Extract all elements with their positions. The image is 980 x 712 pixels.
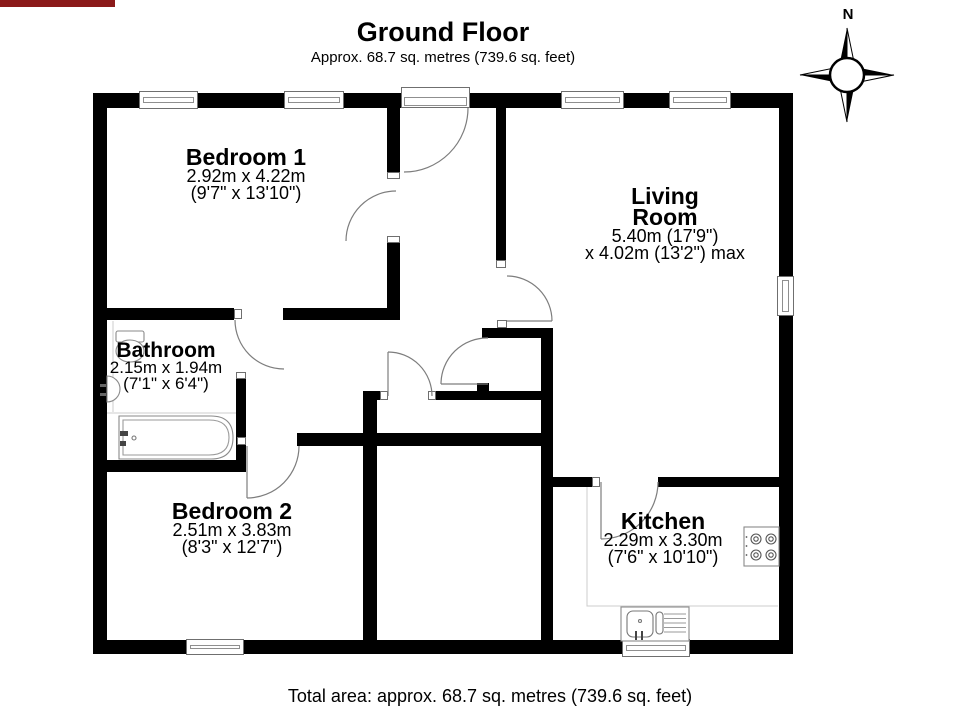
hob-cooktop [743,526,780,567]
door-jamb [592,477,600,487]
room-dims-imperial: (7'6" x 10'10") [607,547,719,567]
compass-rose-icon [799,27,895,123]
room-dims-imperial: (7'1" x 6'4") [123,374,209,393]
total-area-text: Total area: approx. 68.7 sq. metres (739… [287,686,693,706]
wall-kitchen-top-a [552,477,592,487]
room-name: Kitchen [620,508,706,534]
room-label-bedroom1: Bedroom 1 2.92m x 4.22m (9'7" x 13'10") [136,144,356,203]
room-dims-metric: 2.29m x 3.30m [603,530,723,550]
room-dims-metric: 2.15m x 1.94m [109,358,223,377]
bath-tub [118,415,234,460]
door-swing-hall-inner [440,337,489,385]
door-jamb [237,437,246,445]
window-living-east [777,276,794,316]
door-swing-kitchen [600,481,659,540]
wall-kitchen-top-b [658,477,779,487]
wall-bedroom1-right-a [387,93,400,178]
wall-bottom [93,640,793,654]
door-jamb [234,309,242,319]
window-pane [143,97,194,103]
room-name: Living Room [631,183,699,230]
window-bedroom1-left [139,91,198,109]
wall-right [779,93,793,653]
entrance-door-panel [404,97,467,106]
window-bedroom2 [186,639,244,655]
wall-bedroom2-top [297,433,553,446]
door-swing-living [506,275,553,322]
wall-living-west [541,328,553,653]
window-pane [190,645,240,649]
room-name: Bedroom 2 [171,498,293,524]
room-dims-imperial: (9'7" x 13'10") [190,183,302,203]
door-swing-entrance [403,107,469,173]
window-pane [673,97,727,103]
door-jamb [387,236,400,243]
wall-bedroom1-bottom-a [93,308,234,320]
wall-bedroom1-bottom-b [283,308,400,320]
door-jamb [496,260,506,268]
door-swing-bedroom1 [345,190,397,242]
room-dims-imperial: x 4.02m (13'2") max [585,243,745,263]
wall-left [93,93,107,653]
window-bedroom1-right [284,91,344,109]
compass-north-label: N [842,6,854,23]
cropped-logo-artifact [0,0,115,7]
door-swing-bathroom [234,319,285,370]
wall-bedroom2-right [363,391,377,653]
door-jamb [236,372,246,379]
window-living-right [669,91,731,109]
wash-basin [100,375,121,403]
page-subtitle: Approx. 68.7 sq. metres (739.6 sq. feet) [310,49,576,66]
kitchen-sink [620,606,690,642]
door-jamb [387,172,400,179]
window-pane [626,645,686,651]
room-name: Bathroom [116,339,216,362]
wall-hall-h2b [436,391,541,400]
wall-bathroom-right [236,372,246,462]
wall-bathroom-bottom [93,460,246,472]
room-label-bathroom: Bathroom 2.15m x 1.94m (7'1" x 6'4") [56,339,276,393]
room-dims-metric: 2.92m x 4.22m [186,166,306,186]
room-label-bedroom2: Bedroom 2 2.51m x 3.83m (8'3" x 12'7") [122,498,342,557]
room-dims-metric: 5.40m (17'9") [611,226,719,246]
room-dims-metric: 2.51m x 3.83m [172,520,292,540]
window-living-left [561,91,624,109]
page-title: Ground Floor [356,17,530,47]
room-dims-imperial: (8'3" x 12'7") [181,537,283,557]
room-label-living: Living Room 5.40m (17'9") x 4.02m (13'2"… [555,183,775,263]
window-pane [565,97,620,103]
room-name: Bedroom 1 [185,144,307,170]
wall-hall-h1 [482,328,553,338]
toilet [115,330,145,363]
room-label-kitchen: Kitchen 2.29m x 3.30m (7'6" x 10'10") [553,508,773,567]
window-pane [782,280,789,312]
wall-bedroom1-right-b [387,243,400,320]
door-swing-hall [387,351,433,397]
entrance-door-frame [401,87,470,108]
door-swing-bedroom2 [246,445,300,499]
window-pane [288,97,340,103]
door-jamb [497,320,507,328]
wall-entry-hall [496,93,506,260]
